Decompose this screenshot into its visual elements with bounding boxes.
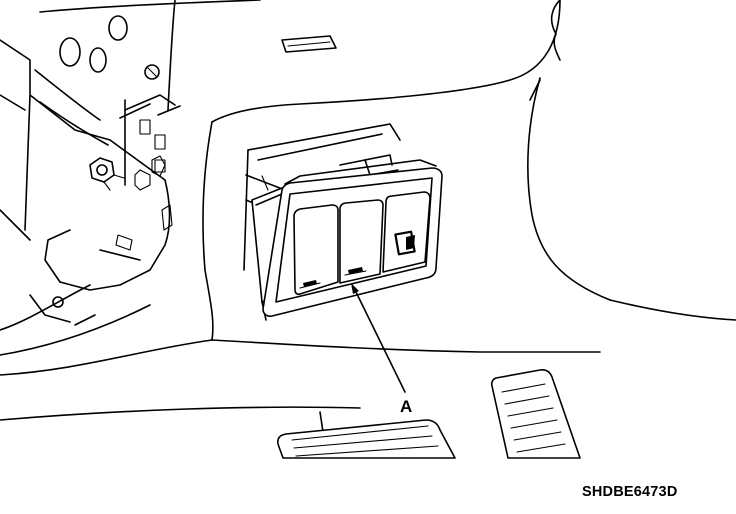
left-panel xyxy=(0,39,213,376)
dashboard-outline xyxy=(39,0,736,341)
callout-label: A xyxy=(400,397,412,416)
callout-a: A xyxy=(351,283,412,416)
panel-clips xyxy=(52,119,166,308)
gauge-holes xyxy=(59,15,160,80)
figure-code: SHDBE6473D xyxy=(582,484,678,500)
switch-panel xyxy=(251,159,443,321)
pedal-right xyxy=(490,369,581,459)
nut-icon xyxy=(89,157,125,191)
dash-vent xyxy=(281,35,337,53)
pedal-left xyxy=(277,419,456,459)
